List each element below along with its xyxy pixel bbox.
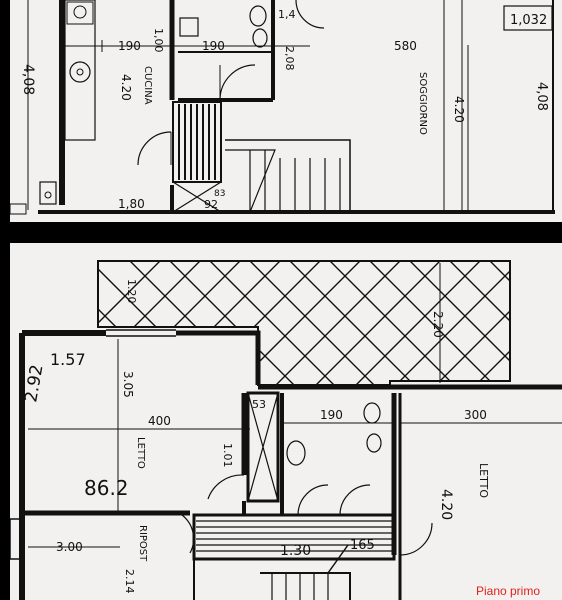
first-floor-plan: 1.20 2.20 1.57 3.05 2.92 400 53 190 300 … bbox=[10, 243, 562, 600]
column-53 bbox=[246, 391, 280, 503]
dim-left-height: 4,08 bbox=[20, 64, 36, 95]
dim-center-width: 400 bbox=[148, 414, 171, 428]
dim-wc-width: 190 bbox=[320, 408, 343, 422]
ground-floor-drawing: 1,032 1,4 4,08 190 1,00 190 2,08 580 CUC… bbox=[10, 0, 555, 215]
dim-room-h: 3.05 bbox=[121, 371, 135, 398]
door-arc-closet bbox=[181, 514, 195, 554]
dim-stair-width: 1.30 bbox=[280, 543, 311, 559]
dim-bed-depth: 4.20 bbox=[438, 489, 454, 520]
dim-living-width: 580 bbox=[394, 39, 417, 53]
dim-top-right-box: 1,032 bbox=[510, 13, 547, 28]
top-right-box bbox=[503, 5, 553, 31]
toilet bbox=[249, 5, 267, 27]
door-arc-wc1 bbox=[297, 484, 329, 516]
label-bedroom-right: LETTO bbox=[477, 463, 490, 498]
label-bedroom-left: LETTO bbox=[135, 437, 146, 469]
dim-wc-height: 2,08 bbox=[283, 46, 296, 71]
terrace-outline bbox=[97, 260, 511, 386]
door-arc-top bbox=[295, 0, 325, 29]
door-arc-kitchen bbox=[137, 131, 172, 166]
stair-block bbox=[192, 513, 396, 561]
stair-block bbox=[172, 101, 222, 183]
door-arc-wc2 bbox=[339, 484, 371, 516]
dim-living-depth: 4.20 bbox=[452, 96, 466, 123]
dim-bottom-214: 2.14 bbox=[123, 569, 136, 594]
bidet bbox=[252, 28, 268, 48]
bidet bbox=[366, 433, 382, 453]
dim-room-area-big: 86.2 bbox=[84, 476, 129, 500]
dim-bottom-left: 3.00 bbox=[56, 540, 83, 554]
dim-room-area: 1.57 bbox=[50, 350, 86, 369]
door-arc-wc bbox=[219, 64, 256, 101]
washbasin bbox=[179, 17, 199, 37]
socket bbox=[39, 181, 57, 205]
toilet bbox=[363, 402, 381, 424]
outer-wall-top-mid bbox=[176, 330, 261, 385]
ground-floor-plan: 1,032 1,4 4,08 190 1,00 190 2,08 580 CUC… bbox=[10, 0, 562, 222]
dim-terrace-left: 1.20 bbox=[125, 279, 138, 304]
dim-kitchen-h: 1,00 bbox=[152, 28, 165, 53]
label-living: SOGGIORNO bbox=[417, 72, 428, 135]
door-arc-bed bbox=[399, 522, 433, 556]
dim-bottom-92: 92 bbox=[204, 198, 218, 211]
ground-floor-labels: 1,032 1,4 4,08 190 1,00 190 2,08 580 CUC… bbox=[20, 8, 549, 211]
label-closet: RIPOST bbox=[137, 525, 148, 562]
outer-wall-window bbox=[106, 329, 176, 337]
sink-drain bbox=[76, 68, 84, 76]
sink bbox=[69, 61, 91, 83]
dim-terrace-right: 2.20 bbox=[431, 311, 445, 338]
dim-kitchen-width: 190 bbox=[118, 39, 141, 53]
stove bbox=[66, 1, 94, 25]
dim-right-height: 4,08 bbox=[534, 82, 549, 111]
stair-lower bbox=[193, 559, 351, 600]
dim-kitchen-depth: 4.20 bbox=[119, 74, 133, 101]
washbasin bbox=[286, 440, 306, 466]
stair-flight bbox=[225, 139, 351, 212]
dim-bottom-83: 83 bbox=[214, 189, 225, 199]
dim-hall-h: 1.01 bbox=[221, 443, 234, 468]
first-floor-labels: 1.20 2.20 1.57 3.05 2.92 400 53 190 300 … bbox=[21, 279, 490, 594]
first-floor-drawing: 1.20 2.20 1.57 3.05 2.92 400 53 190 300 … bbox=[10, 260, 562, 600]
dim-right-width: 300 bbox=[464, 408, 487, 422]
dim-stair-165: 165 bbox=[350, 538, 375, 553]
stair-arrow bbox=[327, 544, 349, 574]
dim-small-144: 1,4 bbox=[278, 8, 296, 21]
dim-bottom-left: 1,80 bbox=[118, 197, 145, 211]
floor-caption: Piano primo bbox=[475, 584, 540, 598]
dim-wc-width: 190 bbox=[202, 39, 225, 53]
dim-left-height: 2.92 bbox=[21, 363, 47, 404]
door-arc-left bbox=[207, 474, 245, 500]
label-kitchen: CUCINA bbox=[142, 66, 153, 105]
dim-col-53: 53 bbox=[252, 398, 266, 411]
counter bbox=[64, 0, 96, 141]
